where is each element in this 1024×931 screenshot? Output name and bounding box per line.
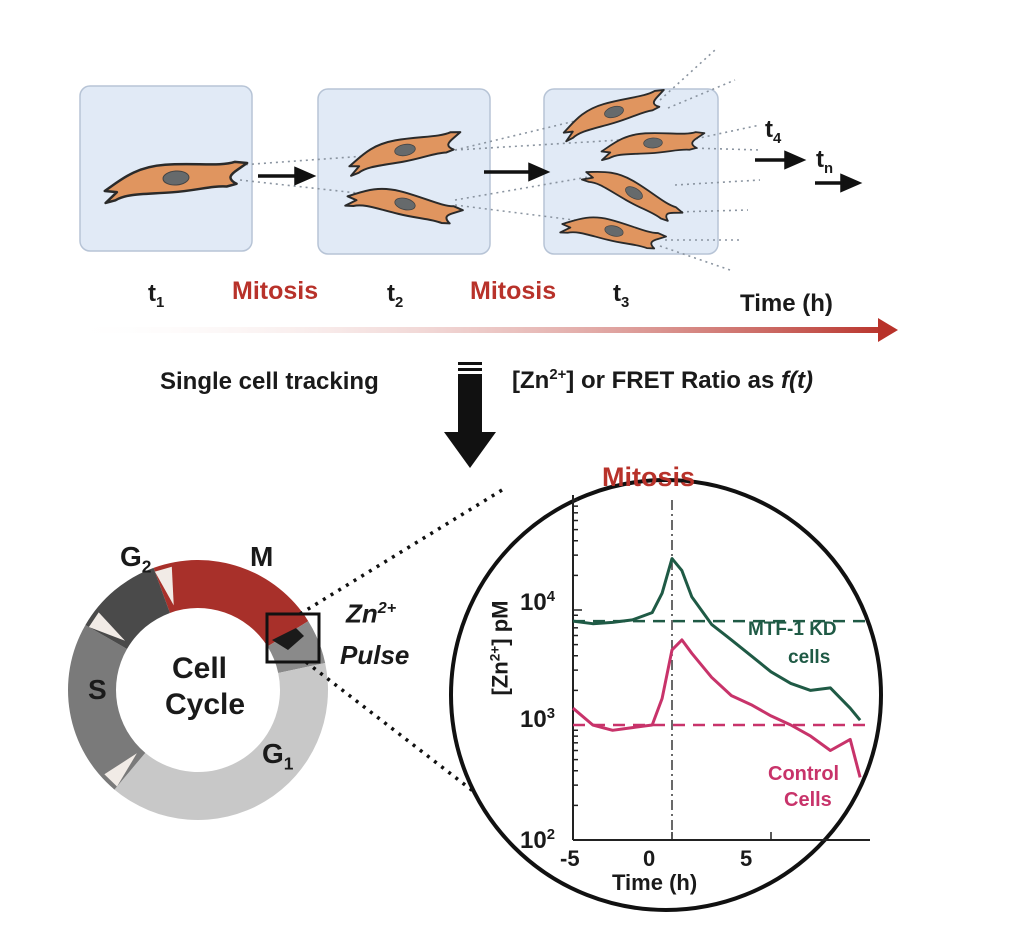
series-mtf1-kd-line	[572, 557, 862, 722]
legend-control-line2: Cells	[784, 789, 832, 811]
legend-mtf1-line1: MTF-1 KD	[748, 619, 837, 640]
label-m-phase: M	[250, 541, 274, 572]
legend-control-line1: Control	[768, 763, 840, 785]
label-mitosis-2: Mitosis	[470, 277, 557, 305]
ring-segment-m	[153, 560, 309, 647]
label-tn: tn	[816, 146, 834, 177]
label-t1: t1	[148, 280, 165, 311]
label-mitosis-1: Mitosis	[232, 277, 319, 305]
ring-notch-2	[88, 612, 126, 641]
legend-mtf1-line2: cells	[788, 647, 831, 668]
inset-circle	[449, 478, 883, 912]
ring-notch-1	[104, 753, 137, 787]
inset-title: Mitosis	[602, 462, 696, 492]
inset-ytick-1e4: 104	[520, 589, 555, 616]
label-single-cell-tracking: Single cell tracking	[160, 368, 379, 395]
label-g2-phase: G2	[120, 541, 152, 577]
inset-xtick-0: 0	[643, 846, 656, 871]
label-time-axis: Time (h)	[740, 290, 833, 317]
down-arrow	[444, 362, 496, 468]
series-control-line	[572, 638, 862, 778]
zoom-lines	[299, 488, 503, 800]
inset-xtick-5: 5	[740, 846, 753, 871]
pulse-box	[265, 612, 321, 664]
label-s-phase: S	[88, 674, 107, 705]
cell-cycle-ring	[67, 560, 328, 820]
inset-ytick-1e2: 102	[520, 827, 555, 854]
tracking-lines	[239, 49, 761, 271]
panel-t2	[317, 88, 491, 255]
ring-notch-0	[154, 566, 174, 606]
label-zn-pulse-1: Zn2+	[346, 598, 397, 629]
label-t3: t3	[613, 280, 630, 311]
inset-ytick-1e3: 103	[520, 706, 555, 733]
inset-ylabel: [Zn2+] pM	[487, 600, 513, 696]
label-zn-fret: [Zn2+] or FRET Ratio as f(t)	[512, 367, 813, 394]
inset-xtick-minus5: -5	[560, 846, 580, 871]
inset-xlabel: Time (h)	[612, 870, 698, 895]
ring-segment-s	[67, 625, 146, 790]
label-t4: t4	[765, 116, 782, 147]
inset-plot	[572, 495, 870, 841]
ring-segment-g1	[114, 662, 328, 820]
label-g1-phase: G1	[262, 738, 294, 774]
ring-segment-pulse	[267, 621, 326, 673]
time-axis-arrow	[62, 318, 898, 342]
label-cell: Cell	[172, 652, 228, 685]
label-zn-pulse-2: Pulse	[340, 640, 410, 670]
pulse-wedge	[272, 628, 304, 650]
label-cycle: Cycle	[165, 688, 246, 721]
label-t2: t2	[387, 280, 404, 311]
progress-arrows	[258, 150, 863, 193]
